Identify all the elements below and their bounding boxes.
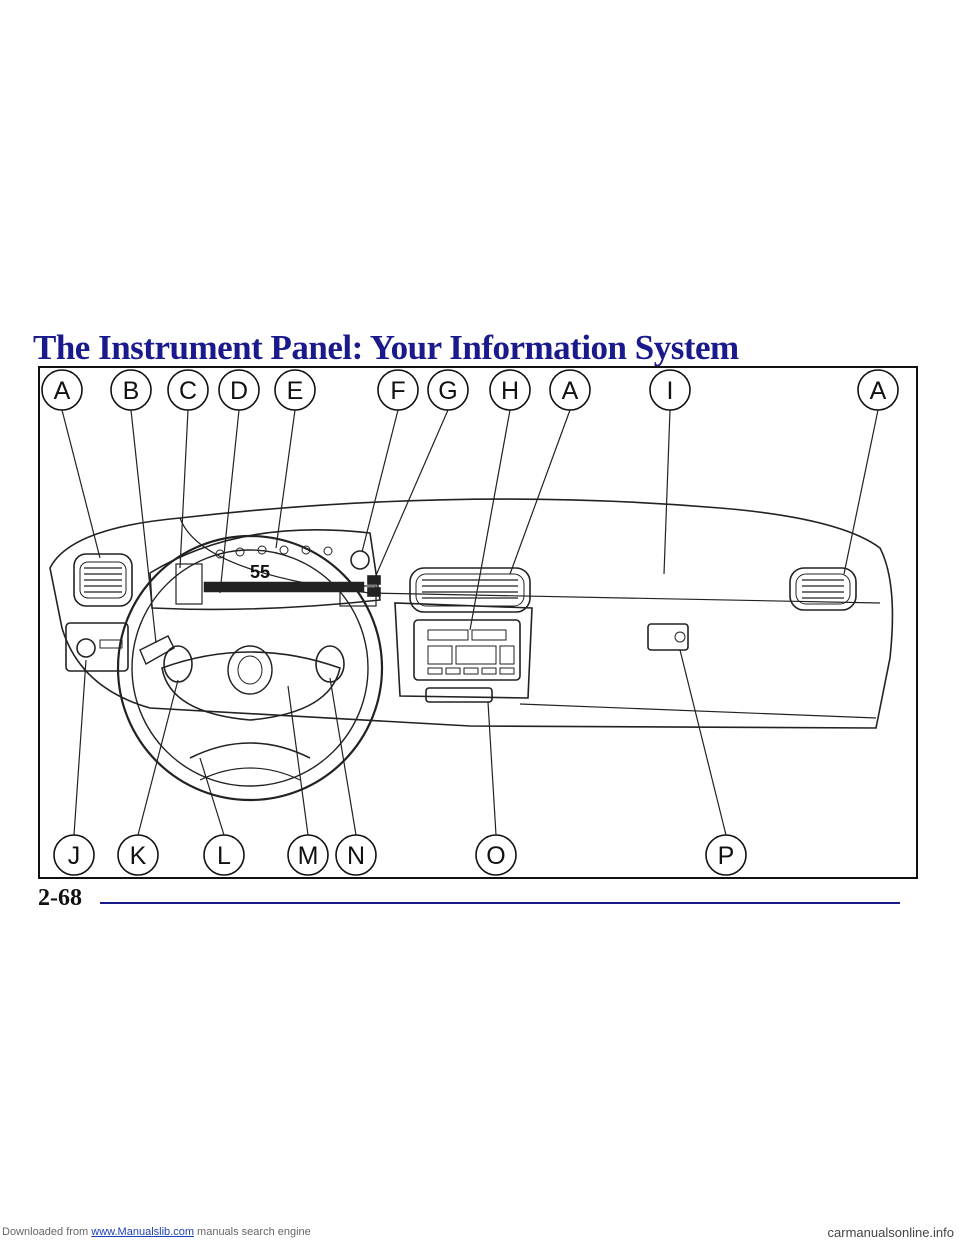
steering-wheel-emblem: [227, 645, 273, 695]
dashboard-outline: [49, 498, 894, 729]
svg-text:A: A: [870, 377, 887, 405]
callouts-bottom: J K L M N O P: [53, 834, 747, 876]
svg-text:E: E: [287, 377, 304, 405]
ashtray: [425, 687, 493, 703]
callout-d: D: [218, 369, 260, 411]
callout-g: G: [427, 369, 469, 411]
callout-m: M: [287, 834, 329, 876]
speed-display: 55: [250, 562, 270, 582]
callout-c: C: [167, 369, 209, 411]
svg-text:O: O: [486, 842, 505, 870]
right-wheel-controls: [315, 645, 345, 683]
page-title: The Instrument Panel: Your Information S…: [33, 328, 739, 367]
callout-k: K: [117, 834, 159, 876]
audio-system: [413, 619, 521, 681]
svg-text:N: N: [347, 842, 365, 870]
svg-text:P: P: [718, 842, 735, 870]
svg-text:H: H: [501, 377, 519, 405]
callout-p: P: [705, 834, 747, 876]
callouts-top: A B C D E F G H A I A: [41, 369, 899, 411]
download-suffix: manuals search engine: [193, 1226, 311, 1238]
download-prefix: Downloaded from: [2, 1226, 92, 1238]
svg-text:M: M: [298, 842, 319, 870]
manualslib-link[interactable]: www.Manualslib.com: [91, 1226, 194, 1238]
turn-signal-lever: [139, 635, 175, 665]
page-number: 2-68: [38, 885, 82, 911]
download-notice: Downloaded from www.Manualslib.com manua…: [2, 1226, 311, 1238]
callout-f: F: [377, 369, 419, 411]
svg-text:L: L: [217, 842, 231, 870]
callout-e: E: [274, 369, 316, 411]
steering-wheel-hub: [161, 651, 341, 721]
callout-a-right: A: [857, 369, 899, 411]
callout-j: J: [53, 834, 95, 876]
glovebox-latch: [647, 623, 689, 651]
instrument-cluster: [149, 529, 381, 611]
svg-text:C: C: [179, 377, 197, 405]
svg-text:A: A: [562, 377, 579, 405]
right-air-vent: [789, 567, 857, 611]
svg-text:F: F: [390, 377, 405, 405]
instrument-panel-figure: A B C D E F G H A I A J K L M N O P 55: [38, 366, 918, 879]
svg-text:D: D: [230, 377, 248, 405]
center-console: [394, 602, 533, 699]
svg-text:G: G: [438, 377, 457, 405]
page-rule: [100, 902, 900, 904]
center-air-vent: [409, 567, 531, 613]
svg-text:A: A: [54, 377, 71, 405]
left-air-vent: [73, 553, 133, 607]
page-footer: Downloaded from www.Manualslib.com manua…: [0, 1224, 960, 1242]
callout-a-left: A: [41, 369, 83, 411]
svg-text:I: I: [667, 377, 674, 405]
callout-l: L: [203, 834, 245, 876]
callout-h: H: [489, 369, 531, 411]
svg-text:B: B: [123, 377, 140, 405]
watermark: carmanualsonline.info: [827, 1225, 954, 1240]
callout-b: B: [110, 369, 152, 411]
headlamp-switch-panel: [65, 622, 129, 672]
callout-a-center: A: [549, 369, 591, 411]
steering-wheel-outer: [116, 534, 384, 802]
callout-o: O: [475, 834, 517, 876]
instrument-panel-drawing: A B C D E F G H A I A J K L M N O P 55: [41, 369, 899, 876]
callout-i: I: [649, 369, 691, 411]
callout-n: N: [335, 834, 377, 876]
svg-text:K: K: [130, 842, 147, 870]
svg-text:J: J: [68, 842, 81, 870]
